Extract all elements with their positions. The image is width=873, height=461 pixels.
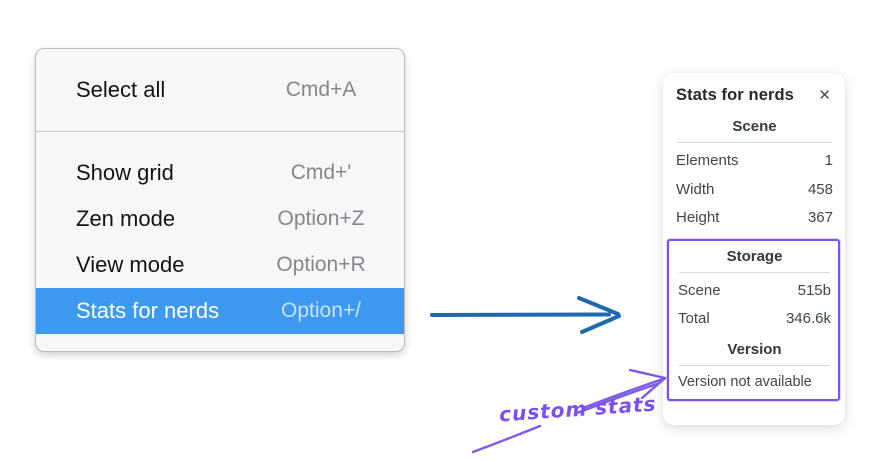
section-divider <box>679 364 830 366</box>
storage-section: Storage Scene 515b Total 346.6k <box>678 248 831 334</box>
stat-value: 515b <box>797 281 831 299</box>
stats-panel: Stats for nerds ✕ Scene Elements 1 Width… <box>663 73 845 425</box>
menu-item-stats-for-nerds[interactable]: Stats for nerds Option+/ <box>36 288 404 334</box>
close-icon[interactable]: ✕ <box>818 87 831 104</box>
section-divider <box>677 142 832 143</box>
scene-section-heading: Scene <box>732 118 777 135</box>
stat-row-height: Height 367 <box>676 204 833 233</box>
stat-label: Height <box>676 209 720 226</box>
stat-value: 458 <box>807 180 833 198</box>
annotation-arrow-icon <box>471 368 667 454</box>
stat-label: Elements <box>676 152 739 169</box>
menu-item-label: Select all <box>76 77 166 102</box>
storage-section-heading: Storage <box>726 247 783 265</box>
stats-panel-title: Stats for nerds <box>676 86 794 104</box>
menu-item-label: View mode <box>76 252 185 277</box>
stat-value: 346.6k <box>785 310 831 327</box>
menu-item-label: Zen mode <box>76 206 176 231</box>
menu-item-select-all[interactable]: Select all Cmd+A <box>36 67 404 113</box>
menu-item-label: Stats for nerds <box>76 298 220 323</box>
stat-row-scene-storage: Scene 515b <box>678 277 831 306</box>
custom-stats-highlight-box: Storage Scene 515b Total 346.6k Version … <box>667 238 840 401</box>
menu-item-shortcut: Cmd+' <box>290 161 352 184</box>
menu-item-zen-mode[interactable]: Zen mode Option+Z <box>36 196 404 242</box>
menu-item-view-mode[interactable]: View mode Option+R <box>36 242 404 288</box>
menu-item-shortcut: Cmd+A <box>285 78 357 101</box>
version-section: Version Version not available <box>678 341 831 395</box>
section-divider <box>679 271 830 273</box>
scene-section: Scene Elements 1 Width 458 Height 367 <box>676 118 833 233</box>
flow-arrow-icon <box>430 296 621 334</box>
stat-label: Total <box>678 310 710 327</box>
stat-row-total-storage: Total 346.6k <box>678 305 831 334</box>
menu-item-shortcut: Option+Z <box>277 207 365 230</box>
version-note: Version not available <box>678 373 812 390</box>
menu-divider <box>36 131 404 132</box>
stat-value: 367 <box>807 209 833 226</box>
stats-panel-header: Stats for nerds ✕ <box>676 86 833 105</box>
menu-item-shortcut: Option+R <box>276 253 366 276</box>
stat-row-elements: Elements 1 <box>676 147 833 176</box>
stat-label: Scene <box>678 281 721 299</box>
stat-value: 1 <box>824 152 833 169</box>
stat-row-width: Width 458 <box>676 176 833 205</box>
context-menu: Select all Cmd+A Show grid Cmd+' Zen mod… <box>35 48 405 352</box>
menu-item-shortcut: Option+/ <box>281 299 361 322</box>
stat-label: Width <box>676 180 715 198</box>
menu-item-show-grid[interactable]: Show grid Cmd+' <box>36 150 404 196</box>
version-section-heading: Version <box>727 340 782 358</box>
menu-item-label: Show grid <box>76 160 174 185</box>
